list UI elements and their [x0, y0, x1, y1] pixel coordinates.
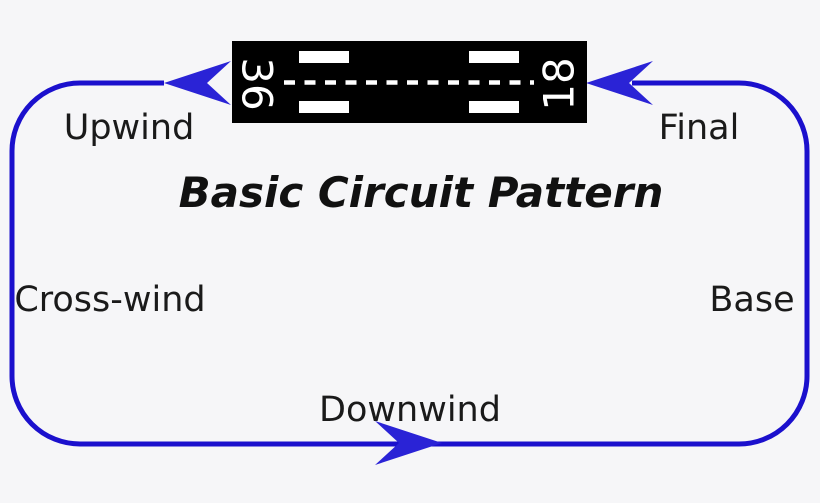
final-arrow-icon	[586, 61, 653, 105]
upwind-arrow-icon	[164, 61, 231, 105]
runway-threshold-bar	[469, 101, 519, 113]
runway-number-18: 18	[535, 57, 584, 110]
label-crosswind: Cross-wind	[14, 280, 205, 320]
runway-threshold-bar	[299, 101, 349, 113]
downwind-arrow-icon	[375, 421, 442, 465]
runway-threshold-bar	[299, 51, 349, 63]
label-upwind: Upwind	[64, 108, 195, 148]
label-downwind: Downwind	[319, 390, 501, 430]
runway: 36 18	[232, 41, 587, 123]
runway-threshold-bar	[469, 51, 519, 63]
diagram-title: Basic Circuit Pattern	[179, 168, 664, 217]
label-base: Base	[709, 280, 794, 320]
label-final: Final	[659, 108, 740, 148]
runway-number-36: 36	[232, 57, 281, 110]
